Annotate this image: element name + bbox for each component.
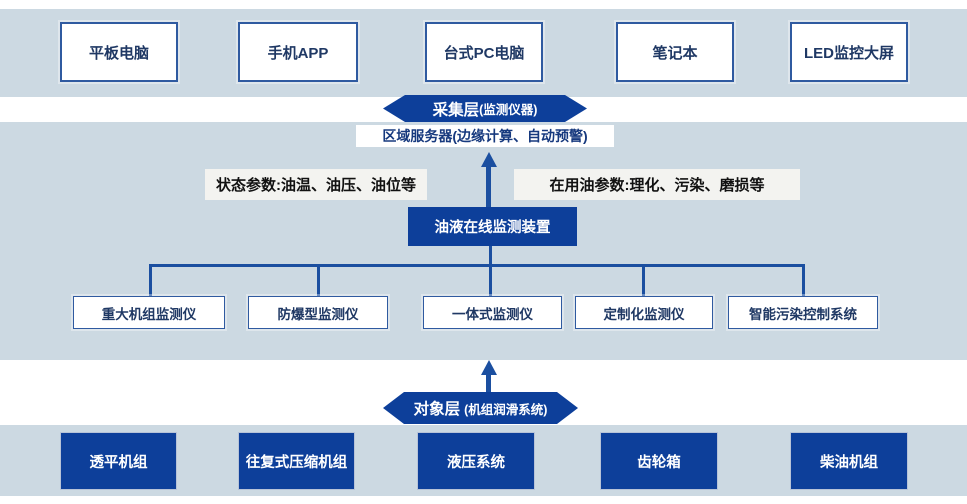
display-device-phone-app: 手机APP [238,22,358,82]
connector-vertical-center [489,246,492,296]
equipment-label: 透平机组 [89,454,148,471]
monitor-label: 重大机组监测仪 [101,306,197,322]
status-params-label: 状态参数:油温、油压、油位等 [205,169,427,200]
up-arrow-shaft-server [486,165,491,208]
monitor-label: 防爆型监测仪 [277,306,359,322]
equipment-box-diesel-unit: 柴油机组 [790,432,908,490]
up-arrow-head-server [481,152,497,167]
monitor-label: 智能污染控制系统 [749,306,857,322]
monitor-box-major-units: 重大机组监测仪 [73,296,225,329]
equipment-label: 齿轮箱 [637,454,681,471]
up-arrow-head-object [481,360,497,375]
equipment-label: 往复式压缩机组 [245,454,348,471]
monitor-box-customized: 定制化监测仪 [575,296,713,329]
display-device-label: 笔记本 [652,44,698,62]
display-device-tablet: 平板电脑 [60,22,178,82]
equipment-label: 柴油机组 [820,454,878,471]
object-layer-pill: 对象层(机组润滑系统) [383,392,578,424]
regional-server-label: 区域服务器(边缘计算、自动预警) [356,125,614,147]
connector-drop-4 [642,264,645,296]
object-layer-title: 对象层 [413,401,461,418]
display-device-label: 手机APP [267,44,329,62]
equipment-box-reciprocating-compressor: 往复式压缩机组 [238,432,355,490]
monitor-box-explosion-proof: 防爆型监测仪 [248,296,388,329]
equipment-box-gearbox: 齿轮箱 [600,432,718,490]
connector-drop-1 [149,264,152,296]
equipment-box-turbine: 透平机组 [60,432,177,490]
display-device-laptop: 笔记本 [616,22,734,82]
equipment-box-hydraulic-system: 液压系统 [417,432,535,490]
connector-drop-5 [802,264,805,296]
oil-params-label: 在用油参数:理化、污染、磨损等 [514,169,800,200]
up-arrow-shaft-object [486,373,491,392]
display-device-led-screen: LED监控大屏 [790,22,908,82]
display-device-label: 台式PC电脑 [443,44,525,62]
monitor-label: 定制化监测仪 [603,306,685,322]
connector-drop-2 [317,264,320,296]
display-device-desktop-pc: 台式PC电脑 [425,22,543,82]
oil-monitor-device-box: 油液在线监测装置 [408,207,577,246]
monitor-label: 一体式监测仪 [452,306,533,322]
monitor-box-pollution-control: 智能污染控制系统 [728,296,878,329]
display-device-label: 平板电脑 [88,44,149,62]
monitor-box-integrated: 一体式监测仪 [423,296,562,329]
connector-horizontal [149,264,805,267]
collection-layer-subtitle: (监测仪器) [479,103,538,117]
collection-layer-pill: 采集层(监测仪器) [383,95,587,122]
collection-layer-title: 采集层 [432,101,480,119]
display-device-label: LED监控大屏 [803,44,894,62]
object-layer-subtitle: (机组润滑系统) [464,402,548,417]
equipment-label: 液压系统 [447,454,505,471]
